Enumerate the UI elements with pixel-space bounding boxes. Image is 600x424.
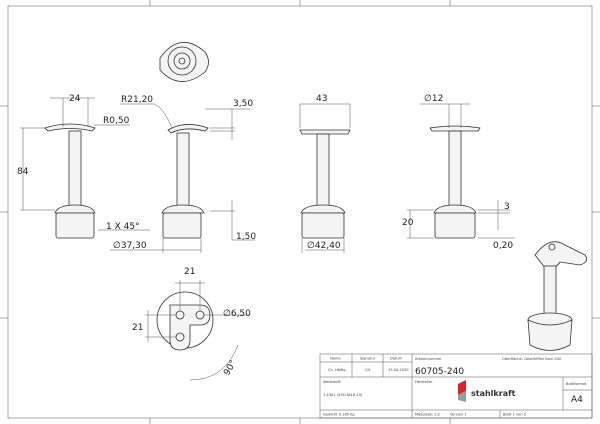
dim-plate-width: 24: [69, 94, 81, 104]
sheet-number: Blatt 1 von 5: [503, 413, 526, 417]
dim-offset: 0,20: [493, 241, 513, 251]
logo-mark: [458, 380, 466, 395]
dim-chamfer: 1 X 45°: [106, 222, 140, 232]
manufacturer-label: Hersteller: [415, 380, 433, 384]
isometric-view: [527, 241, 588, 351]
bottom-view: [145, 280, 250, 381]
sheet-format: A4: [571, 395, 583, 405]
signature-label: Signatur: [360, 357, 376, 361]
dim-hole-diameter: ∅6,50: [223, 309, 251, 319]
surface-finish: Oberfläche: Geschliffen Korn 240: [502, 357, 562, 361]
sheet-format-label: Blattformat: [566, 382, 587, 386]
dim-plate-thickness: 3,50: [233, 99, 253, 109]
name-label: Name: [330, 357, 341, 361]
front-view: [20, 97, 150, 239]
dim-width-side: 43: [316, 94, 327, 104]
top-view: [159, 42, 209, 82]
logo-text: stahlkraft: [471, 389, 516, 398]
dim-radius-large: R21,20: [121, 95, 153, 105]
dim-hole-spacing-y: 21: [132, 323, 143, 333]
date-label: Datum: [390, 357, 403, 361]
rear-view: [407, 103, 515, 239]
dim-height: 84: [17, 167, 29, 177]
version: Version 1: [450, 413, 467, 417]
signature-value: CH: [365, 368, 371, 372]
material-label: Werkstoff:: [323, 380, 341, 384]
dim-angle: 90°: [222, 359, 239, 378]
scale: Massstab: 1:2: [415, 413, 440, 417]
title-block: [319, 353, 593, 419]
dim-gap: 1,50: [236, 232, 256, 242]
date-value: 19.04.2020: [388, 368, 409, 372]
dim-flange-diameter: ∅42,40: [307, 241, 341, 251]
dim-hole-spacing-x: 21: [184, 267, 195, 277]
article-number: 60705-240: [415, 367, 464, 377]
side-view-section: [110, 103, 255, 253]
weight: Gewicht 0.185 kg: [323, 413, 355, 417]
dim-collar-height: 20: [402, 218, 414, 228]
dim-radius-small: R0,50: [103, 116, 130, 126]
side-view: [299, 103, 351, 253]
dim-collar-diameter: ∅37,30: [113, 241, 147, 251]
name-value: Ch. Hölfig: [328, 368, 346, 372]
material-value: 1.4301 (X5CrNi18-10): [323, 393, 363, 397]
dim-tube-diameter: ∅12: [424, 94, 443, 104]
dim-step: 3: [504, 202, 510, 212]
article-label: Artikelnummer: [415, 357, 442, 361]
